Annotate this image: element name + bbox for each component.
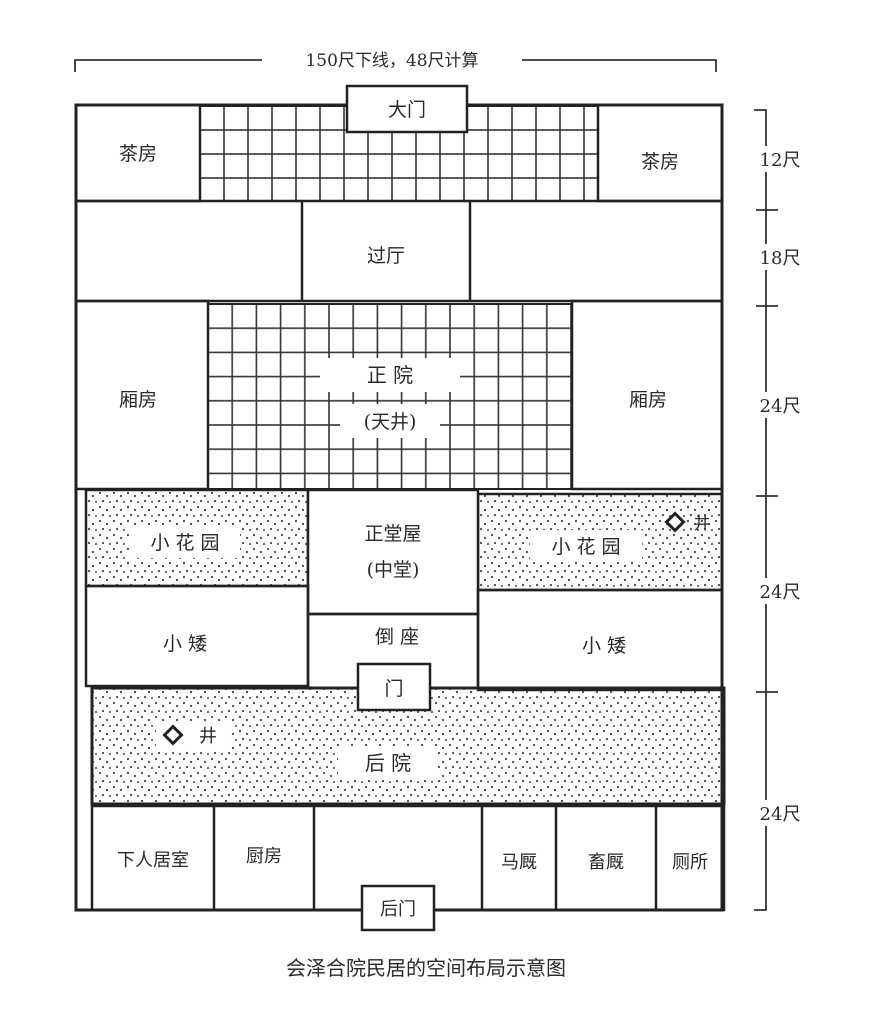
- livestock-pen-label: 畜厩: [588, 852, 624, 873]
- main-hall: [306, 488, 480, 616]
- well-right-label: 井: [694, 514, 711, 534]
- figure-caption: 会泽合院民居的空间布局示意图: [286, 956, 566, 980]
- passage-hall-label: 过厅: [367, 245, 405, 267]
- back-gate: [360, 884, 436, 932]
- low-room-left-label: 小 矮: [163, 633, 207, 655]
- dim-label-2: 18尺: [760, 248, 801, 269]
- stable-label: 马厩: [501, 852, 537, 873]
- toilet-label: 厕所: [672, 852, 708, 873]
- inner-gate: [356, 662, 432, 712]
- courtyard-grid: [207, 303, 573, 490]
- main-gate-label: 大门: [388, 99, 426, 121]
- tea-room-right-label: 茶房: [641, 151, 679, 173]
- dim-label-4: 24尺: [760, 582, 801, 603]
- courtyard-sub-label: (天井): [364, 411, 417, 433]
- main-hall-sub-label: (中堂): [367, 559, 420, 581]
- wing-left-label: 厢房: [119, 389, 157, 411]
- low-room-right-label: 小 矮: [582, 635, 626, 657]
- garden-right-label: 小 花 园: [551, 536, 620, 558]
- well-right-icon: [664, 511, 686, 533]
- garden-left-label: 小 花 园: [150, 532, 219, 554]
- courtyard-sub-label-bg: [340, 404, 440, 438]
- depth-dimension-line: [754, 109, 778, 911]
- back-yard-label: 后 院: [365, 751, 411, 775]
- well-left-label: 井: [199, 726, 217, 747]
- dim-label-1: 12尺: [760, 150, 801, 171]
- width-note: 150尺下线，48尺计算: [305, 51, 478, 71]
- kitchen-label: 厨房: [246, 846, 282, 867]
- dim-label-5: 24尺: [760, 804, 801, 825]
- passage-row: [74, 199, 724, 303]
- daozuo-label: 倒 座: [375, 626, 419, 648]
- well-left-icon: [162, 724, 184, 746]
- courtyard-label-bg: [320, 358, 460, 392]
- inner-gate-label: 门: [384, 678, 403, 700]
- courtyard-label: 正 院: [367, 363, 413, 387]
- main-gate: [345, 84, 469, 134]
- servants-room-label: 下人居室: [117, 850, 189, 871]
- main-hall-label: 正堂屋: [364, 523, 421, 545]
- dim-label-3: 24尺: [760, 396, 801, 417]
- wing-right-label: 厢房: [629, 389, 667, 411]
- width-dimension-line: [74, 59, 717, 72]
- tea-room-left-label: 茶房: [119, 143, 157, 165]
- back-gate-label: 后门: [380, 899, 416, 920]
